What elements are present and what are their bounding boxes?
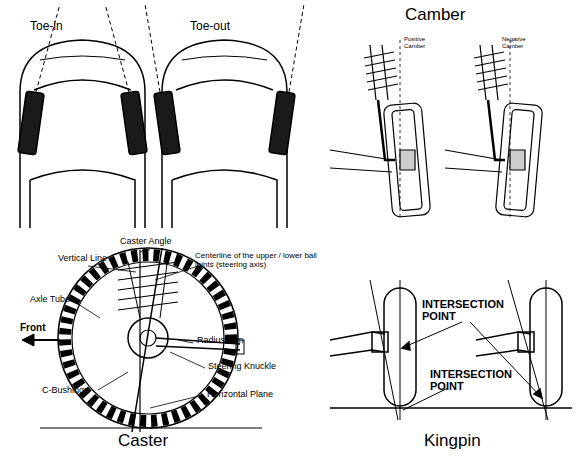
part-label: Axle Tube (30, 295, 100, 305)
part-label: Steering Knuckle (208, 362, 298, 372)
panel-title: Kingpin (424, 432, 514, 451)
part-label: Vertical Line (58, 254, 128, 264)
toe-in-car (18, 4, 147, 228)
callout-label: INTERSECTION POINT (430, 368, 530, 392)
camber-negative-strut (445, 40, 543, 220)
part-label: C-Bushings (42, 386, 112, 396)
toe-out-car (145, 4, 304, 228)
kingpin-wheels (330, 280, 572, 420)
callout-label: INTERSECTION POINT (422, 298, 522, 322)
panel-label: Toe-in (30, 20, 90, 33)
part-label: Radius Arm (197, 336, 267, 346)
panel-title: Camber (405, 6, 485, 25)
part-label: Caster Angle (120, 237, 200, 247)
part-label: Negative Camber (502, 36, 536, 49)
part-label: Positive Camber (404, 36, 438, 49)
direction-label: Front (20, 322, 70, 333)
part-label: Centerline of the upper / lower ball joi… (195, 252, 320, 270)
camber-positive-strut (330, 40, 431, 220)
part-label: Horizontal Plane (207, 390, 297, 400)
panel-label: Toe-out (190, 20, 250, 33)
panel-title: Caster (118, 432, 198, 451)
